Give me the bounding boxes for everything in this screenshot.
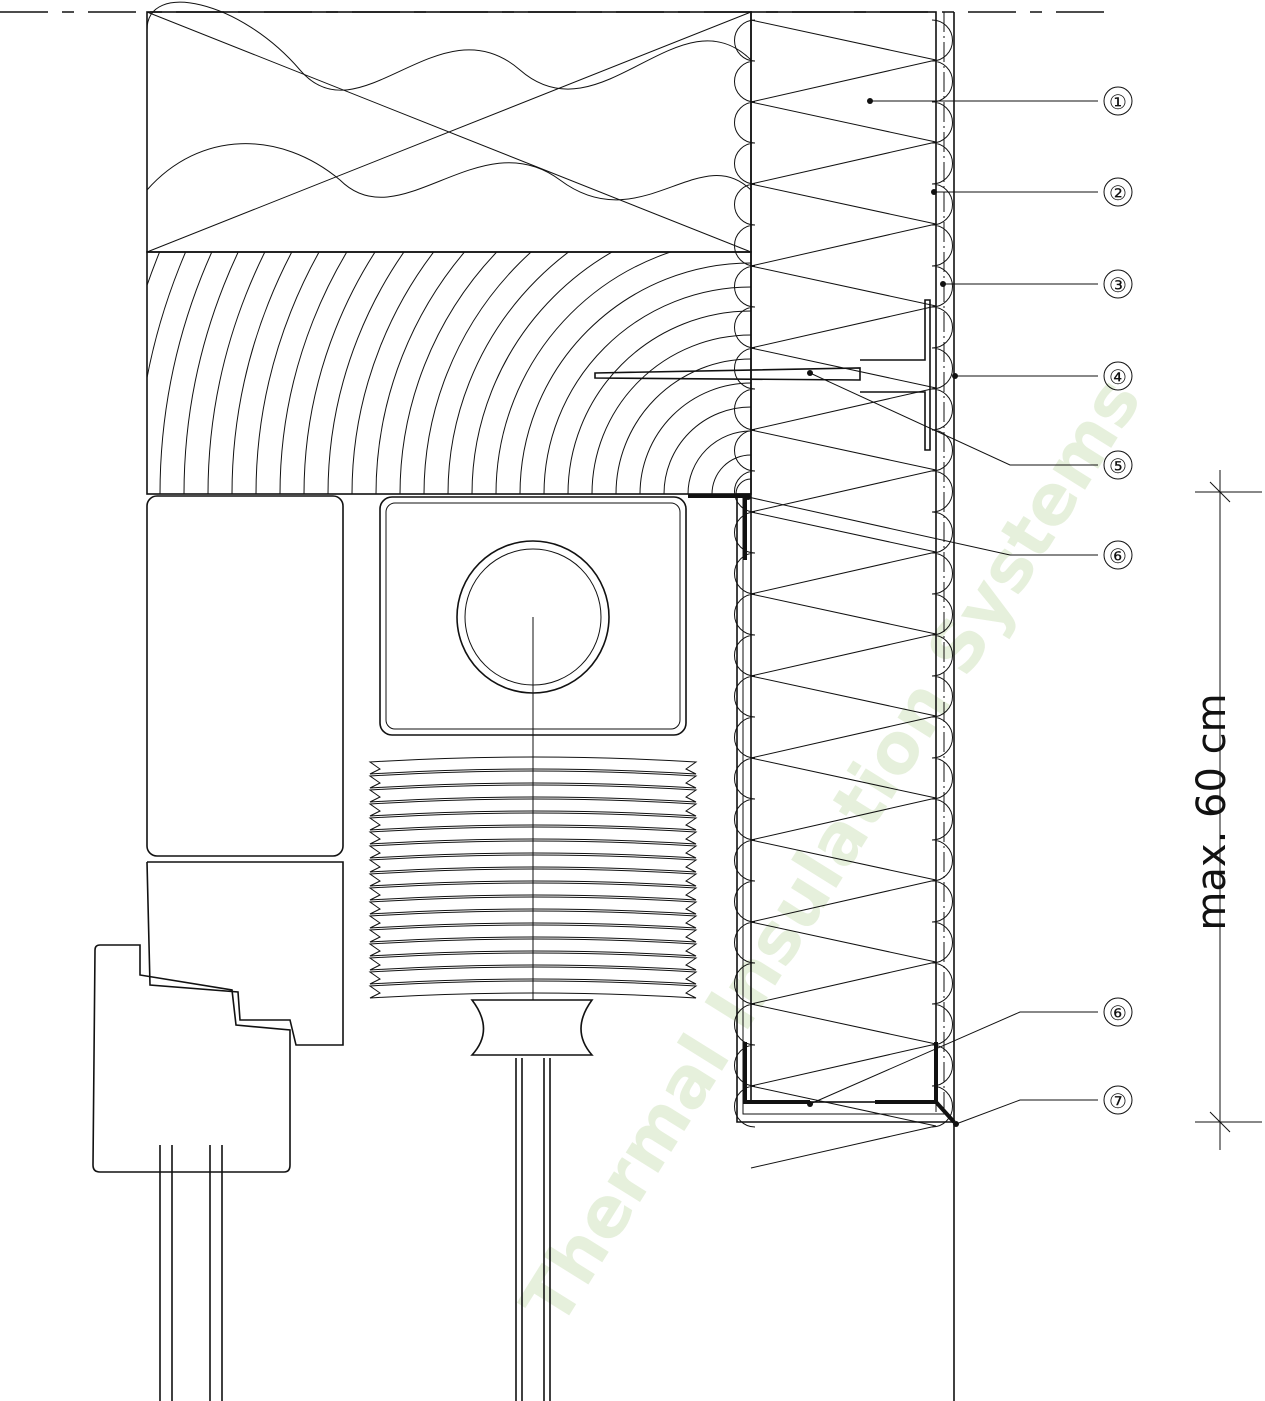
callout-1: ① xyxy=(1109,90,1127,114)
callout-3: ③ xyxy=(1109,273,1127,297)
callout-6-bottom: ⑥ xyxy=(1109,1001,1127,1025)
window-frame xyxy=(92,495,344,1401)
watermark-text: Thermal Insulation Systems xyxy=(505,363,1157,1339)
callout-7: ⑦ xyxy=(1109,1089,1127,1113)
anchor-dowel xyxy=(594,299,931,451)
shutter-box xyxy=(368,496,698,1401)
callout-6-top: ⑥ xyxy=(1109,544,1127,568)
callout-4: ④ xyxy=(1109,365,1127,389)
callout-5: ⑤ xyxy=(1109,454,1127,478)
callout-2: ② xyxy=(1109,181,1127,205)
dimension: max. 60 cm xyxy=(1189,470,1262,1150)
batt-insulation xyxy=(146,1,752,253)
corner-profiles xyxy=(688,494,956,1124)
callout-leaders xyxy=(745,98,1098,1127)
eps-insulation xyxy=(734,11,955,1401)
dimension-label: max. 60 cm xyxy=(1189,693,1235,930)
callout-numbers: ① ② ③ ④ ⑤ ⑥ ⑥ ⑦ xyxy=(1103,86,1133,1115)
watermark: Thermal Insulation Systems xyxy=(505,363,1157,1339)
